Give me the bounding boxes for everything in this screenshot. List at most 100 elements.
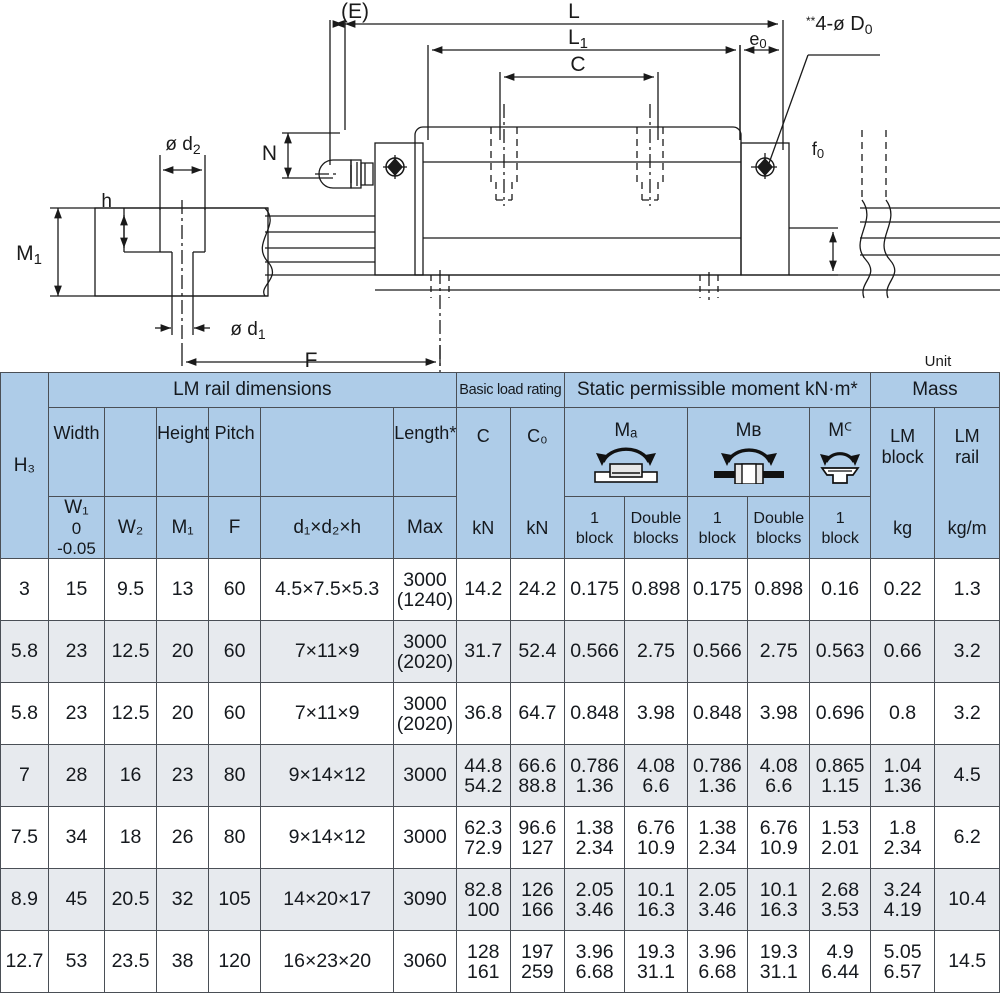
header-MC: Mꟲ [809, 407, 871, 497]
cell-mass-block: 0.22 [869, 558, 936, 622]
cell-ma-1block: 0.566 [563, 620, 626, 684]
cell-f: 80 [208, 806, 262, 870]
cell-max: 3000(2020) [393, 682, 457, 746]
header-width-label: Width [53, 422, 100, 443]
header-static-moment: Static permissible moment kN·m* [563, 372, 871, 408]
header-symbol-max: Max [393, 495, 457, 560]
cell-w2: 12.5 [104, 620, 158, 684]
label-L1: L1 [568, 26, 588, 52]
cell-dims: 9×14×12 [260, 806, 395, 870]
symbol-dims: d₁×d₂×h [293, 517, 362, 539]
cell-ma-double: 3.98 [624, 682, 688, 746]
header-symbol-M1: M₁ [156, 495, 210, 560]
cell-mb-double: 2.75 [747, 620, 811, 684]
cell-m1: 32 [156, 868, 210, 932]
cell-mb-1block: 0.566 [686, 620, 749, 684]
cell-dims: 7×11×9 [260, 620, 395, 684]
cell-w2: 18 [104, 806, 158, 870]
unit-mb-1block: 1 block [698, 509, 737, 547]
symbol-F: F [228, 517, 241, 539]
spec-table-container: H₃ LM rail dimensions Basic load rating … [0, 371, 1000, 1000]
cell-h3: 7.5 [0, 806, 49, 870]
cell-mb-1block: 0.848 [686, 682, 749, 746]
cell-max: 3000 [393, 806, 457, 870]
label-e0: e0 [749, 29, 766, 51]
cell-m1: 20 [156, 682, 210, 746]
symbol-W1: W₁ [64, 497, 89, 518]
cell-w1: 15 [47, 558, 106, 622]
cell-max: 3090 [393, 868, 457, 932]
label-F: F [305, 349, 318, 372]
cell-h3: 12.7 [0, 930, 49, 994]
cell-w1: 28 [47, 744, 106, 808]
header-symbol-W2: W₂ [104, 495, 158, 560]
cell-mass-rail: 3.2 [934, 682, 1000, 746]
label-N: N [262, 142, 277, 165]
cell-mass-block: 0.8 [869, 682, 936, 746]
header-MA-double: Double blocks [624, 495, 688, 560]
header-height-label: Height [157, 422, 210, 443]
cell-mc-1block: 0.563 [809, 620, 871, 684]
cell-dims: 16×23×20 [260, 930, 395, 994]
unit-ma-1block: 1 block [575, 509, 614, 547]
symbol-MC-wrap: Mꟲ [810, 421, 869, 440]
label-d1: ø d1 [230, 319, 265, 342]
cell-w1: 45 [47, 868, 106, 932]
cell-mc-1block: 0.696 [809, 682, 871, 746]
symbol-W2: W₂ [117, 517, 144, 539]
header-pitch-label: Pitch [214, 422, 255, 443]
cell-w1: 34 [47, 806, 106, 870]
symbol-MA: Mₐ [614, 419, 638, 441]
symbol-MB: Mʙ [735, 419, 762, 441]
drawing-svg: (E) L L1 C e0 f0 **4-ø D0 N ø d2 ø d1 h … [16, 0, 1000, 372]
cell-h3: 5.8 [0, 620, 49, 684]
cell-c: 31.7 [455, 620, 511, 684]
cell-m1: 20 [156, 620, 210, 684]
unit-note-top: Unit [925, 353, 953, 370]
cell-f: 120 [208, 930, 262, 994]
cell-w1: 53 [47, 930, 106, 994]
moment-mc-icon [820, 451, 861, 484]
unit-kgm: kg/m [947, 517, 987, 538]
cell-ma-double: 2.75 [624, 620, 688, 684]
header-lm-rail-dimensions-label: LM rail dimensions [173, 379, 332, 400]
cell-m1: 38 [156, 930, 210, 994]
label-C: C [570, 53, 585, 76]
cell-w1: 23 [47, 620, 106, 684]
cell-max: 3000(1240) [393, 558, 457, 622]
header-lm-rail-dimensions: LM rail dimensions [47, 372, 457, 408]
header-basic-load-rating-label: Basic load rating [459, 382, 562, 398]
header-symbol-F: F [208, 495, 262, 560]
cell-dims: 14×20×17 [260, 868, 395, 932]
cell-f: 105 [208, 868, 262, 932]
header-MB: Mʙ [686, 407, 811, 497]
label-f0: f0 [812, 139, 824, 161]
header-mass: Mass [869, 372, 1000, 408]
cell-c: 14.2 [455, 558, 511, 622]
cell-ma-1block: 0.175 [563, 558, 626, 622]
unit-C: kN [472, 517, 495, 538]
cell-max: 3060 [393, 930, 457, 994]
header-lm-block: LM block kg [869, 406, 936, 560]
header-mass-label: Mass [912, 379, 958, 400]
symbol-W1-tol-lower: -0.05 [57, 538, 96, 558]
symbol-M1: M₁ [171, 517, 194, 539]
